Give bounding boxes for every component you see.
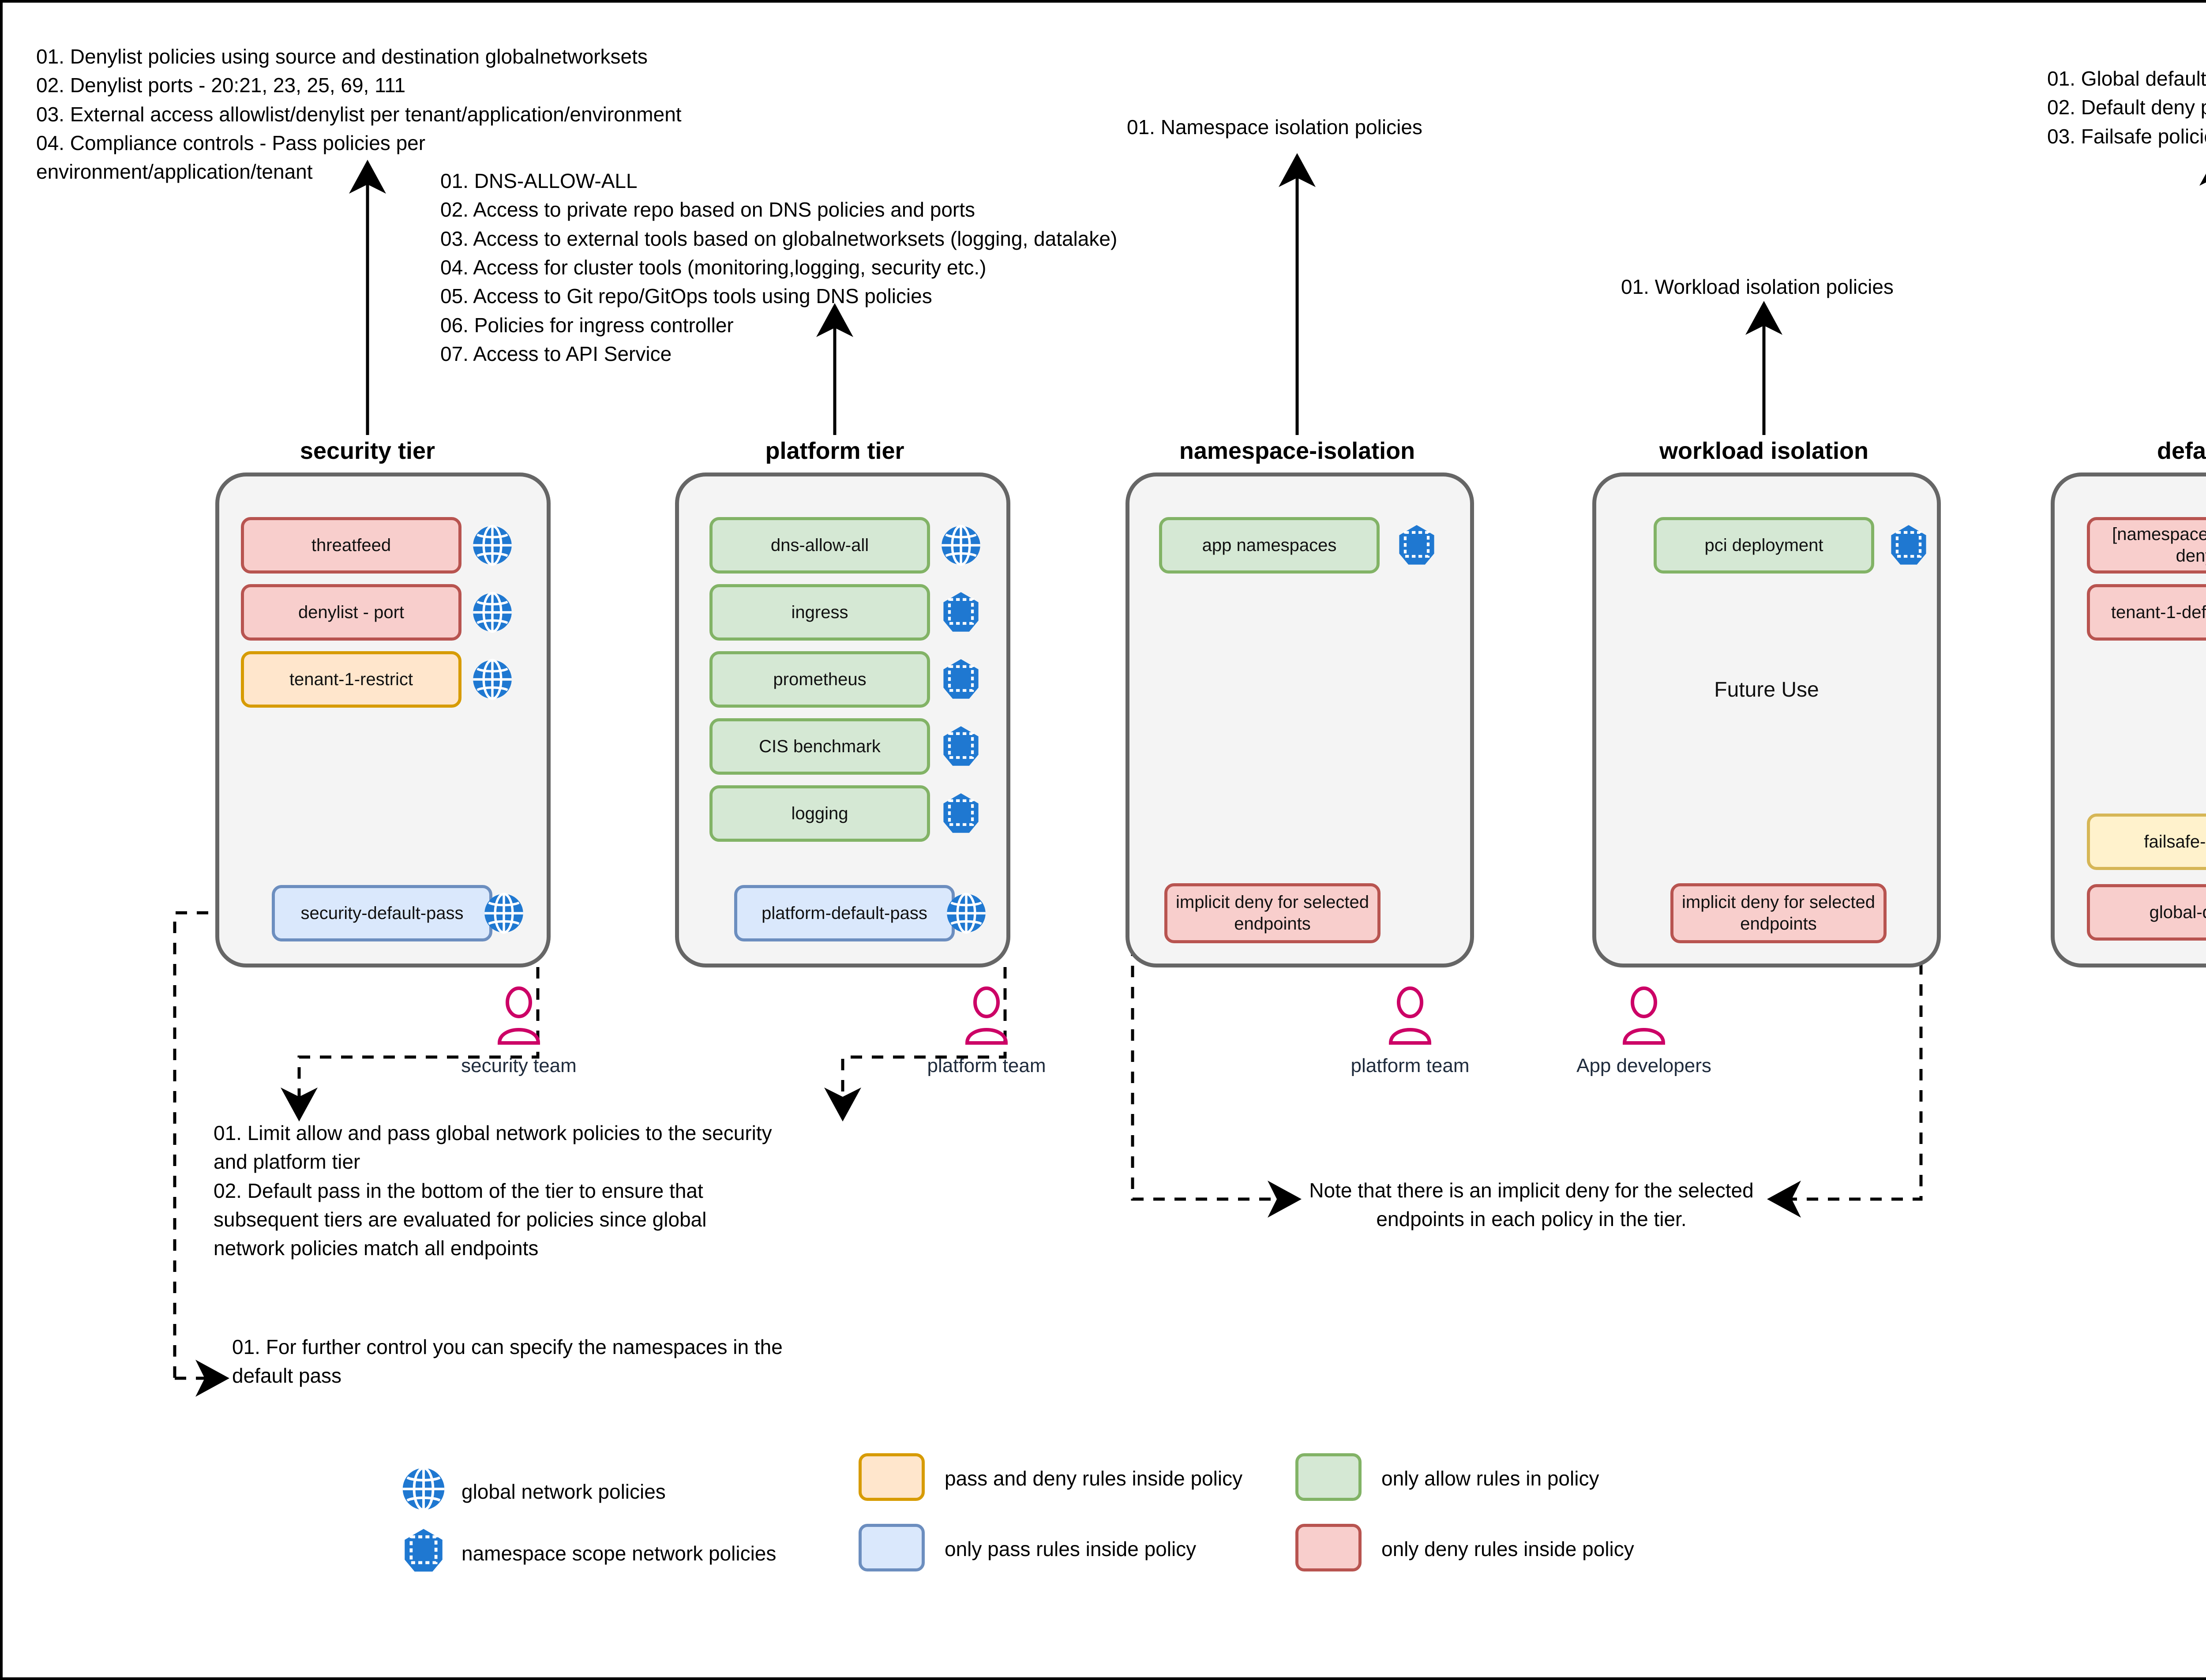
- global-network-policy-icon: [942, 525, 980, 566]
- global-network-policy-icon: [484, 892, 523, 934]
- legend-swatch-only-deny: [1295, 1524, 1362, 1571]
- namespace-scope-policy-icon: [1399, 525, 1434, 565]
- legend-label-only-allow: only allow rules in policy: [1381, 1467, 1599, 1490]
- person-icon: [497, 986, 540, 1045]
- legend-label-global-network-policies: global network policies: [461, 1480, 666, 1503]
- namespace-scope-policy-icon: [1891, 525, 1926, 565]
- legend-global-network-policy-icon: [402, 1466, 445, 1511]
- legend-swatch-only-allow: [1295, 1453, 1362, 1501]
- annotation-security: 01. Denylist policies using source and d…: [36, 45, 682, 184]
- legend-label-pass-and-deny: pass and deny rules inside policy: [945, 1467, 1243, 1490]
- policy-pill-global-deny[interactable]: global-deny: [2087, 884, 2206, 941]
- policy-pill-pci-deployment[interactable]: pci deployment: [1654, 517, 1874, 574]
- annotation-platform: 01. DNS-ALLOW-ALL 02. Access to private …: [440, 169, 1118, 365]
- owner-platform-team: platform team: [920, 986, 1053, 1077]
- connector-platform-team-note: [824, 967, 1007, 1121]
- policy-pill-dns-allow-all[interactable]: dns-allow-all: [709, 517, 930, 574]
- policy-pill-platform-default-pass[interactable]: platform-default-pass: [734, 885, 955, 941]
- policy-pill-failsafe-allow[interactable]: failsafe-allow: [2087, 814, 2206, 870]
- person-icon: [1622, 986, 1666, 1045]
- owner-label: security team: [461, 1055, 577, 1076]
- policy-pill-namespace-implicit-deny[interactable]: implicit deny for selected endpoints: [1164, 883, 1381, 943]
- legend-namespace-scope-policy-icon: [405, 1529, 443, 1572]
- global-network-policy-icon: [473, 659, 512, 700]
- annotation-namespace: 01. Namespace isolation policies: [1127, 116, 1422, 139]
- namespace-scope-policy-icon: [943, 659, 979, 699]
- legend-label-only-pass: only pass rules inside policy: [945, 1538, 1197, 1560]
- annotation-workload: 01. Workload isolation policies: [1621, 275, 1894, 298]
- legend-label-only-deny: only deny rules inside policy: [1381, 1538, 1634, 1560]
- policy-pill-tenant-1-restrict[interactable]: tenant-1-restrict: [241, 651, 461, 708]
- connector-security-team-note: [281, 967, 540, 1121]
- legend-swatch-pass-and-deny: [859, 1453, 925, 1501]
- policy-pill-workload-implicit-deny[interactable]: implicit deny for selected endpoints: [1670, 883, 1887, 943]
- tier-title-namespace: namespace-isolation: [1179, 438, 1415, 464]
- owner-security-team: security team: [453, 986, 585, 1077]
- future-use-label: Future Use: [1714, 678, 1819, 701]
- connector-namespace-implicit-deny-note: [1131, 911, 1302, 1218]
- policy-pill-tenant-1-default-deny[interactable]: tenant-1-default-deny: [2087, 584, 2206, 641]
- owner-label: App developers: [1576, 1055, 1711, 1076]
- tier-title-workload: workload isolation: [1659, 438, 1869, 464]
- global-network-policy-icon: [947, 892, 986, 934]
- namespace-scope-policy-icon: [943, 793, 979, 833]
- legend-label-namespace-scope-policies: namespace scope network policies: [461, 1542, 777, 1565]
- global-network-policy-icon: [473, 525, 512, 566]
- policy-pill-security-default-pass[interactable]: security-default-pass: [272, 885, 492, 941]
- policy-pill-denylist-port[interactable]: denylist - port: [241, 584, 461, 641]
- legend-swatch-only-pass: [859, 1524, 925, 1571]
- connector-workload-implicit-deny-note: [1767, 911, 1923, 1218]
- tier-title-default: default tier: [2157, 438, 2206, 464]
- owner-app-developers: App developers: [1564, 986, 1723, 1077]
- annotation-default: 01. Global default deny 02. Default deny…: [2047, 67, 2206, 148]
- tier-title-security: security tier: [300, 438, 435, 464]
- policy-pill-app-namespaces[interactable]: app namespaces: [1159, 517, 1380, 574]
- note-bottom-left: 01. Limit allow and pass global network …: [214, 1121, 772, 1260]
- policy-pill-cis-benchmark[interactable]: CIS benchmark: [709, 718, 930, 775]
- policy-pill-threatfeed[interactable]: threatfeed: [241, 517, 461, 574]
- person-icon: [965, 986, 1008, 1045]
- note-default-pass: 01. For further control you can specify …: [232, 1335, 783, 1388]
- namespace-scope-policy-icon: [943, 726, 979, 766]
- namespace-scope-policy-icon: [943, 592, 979, 632]
- policy-pill-ingress[interactable]: ingress: [709, 584, 930, 641]
- note-implicit-deny: Note that there is an implicit deny for …: [1309, 1179, 1754, 1231]
- policy-pill-namespace-default-deny[interactable]: [namespace]-default-deny: [2087, 517, 2206, 574]
- global-network-policy-icon: [473, 592, 512, 633]
- owner-namespace-platform-team: platform team: [1344, 986, 1476, 1077]
- policy-pill-logging[interactable]: logging: [709, 785, 930, 842]
- owner-label: platform team: [1351, 1055, 1470, 1076]
- person-icon: [1388, 986, 1432, 1045]
- policy-pill-prometheus[interactable]: prometheus: [709, 651, 930, 708]
- tier-title-platform: platform tier: [765, 438, 904, 464]
- owner-label: platform team: [927, 1055, 1046, 1076]
